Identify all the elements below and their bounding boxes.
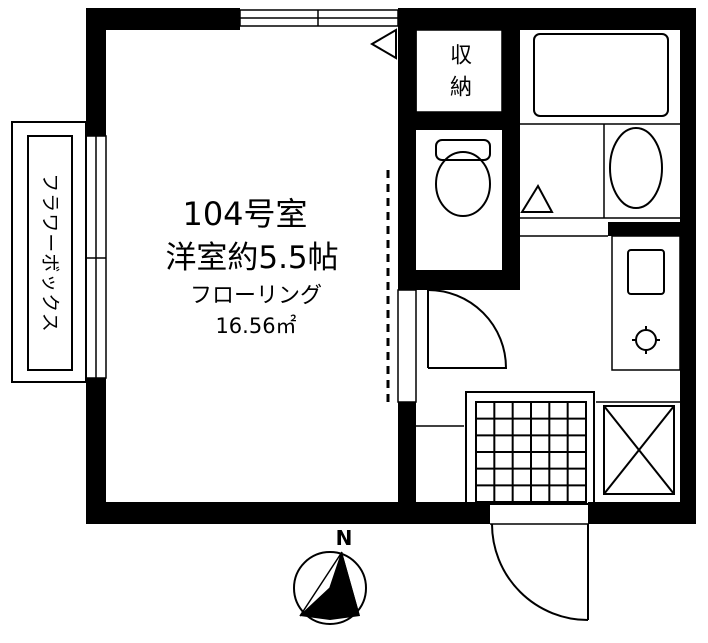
wall-left-bottom (86, 378, 106, 524)
room-number: 104号室 (182, 195, 307, 233)
bathroom-door-marker (520, 183, 554, 213)
wall-right (680, 8, 696, 524)
outer-walls (86, 8, 696, 524)
toilet-door-swing (427, 289, 508, 369)
wall-top-right (398, 8, 694, 30)
bathtub (520, 33, 680, 125)
wall-room-divider-lower (398, 402, 416, 524)
entrance-door-swing (490, 523, 589, 621)
washbasin (520, 124, 680, 219)
compass-north-label: N (336, 526, 353, 550)
wall-left-top (86, 8, 106, 136)
sink (627, 249, 665, 295)
toilet (435, 139, 491, 217)
room-flooring: フローリング (190, 284, 322, 309)
wall-kitchen-top (608, 222, 688, 236)
wall-toilet-bottom (398, 270, 520, 290)
wall-bottom-left (86, 502, 490, 524)
entrance-grid-lines (476, 402, 586, 502)
stove-burner-icon (632, 326, 660, 354)
room-door-marker (370, 28, 397, 60)
top-window (239, 9, 399, 27)
fridge-space (611, 235, 681, 371)
interior-walls (398, 8, 688, 524)
room-type-size: 洋室約5.5帖 (165, 240, 338, 276)
room-area: 16.56㎡ (215, 314, 296, 338)
wall-storage-bottom (398, 112, 516, 130)
wall-toilet-right (502, 20, 520, 290)
storage-label-1: 収 (450, 44, 472, 69)
north-compass-icon (293, 551, 367, 625)
left-window (85, 135, 107, 379)
storage-label-2: 納 (450, 76, 472, 101)
washing-machine-space (603, 405, 675, 495)
wall-bottom-right (588, 502, 696, 524)
flower-box-label: フラワーボックス (39, 173, 61, 332)
storage-closet (415, 29, 503, 113)
kitchen-counter (416, 401, 680, 427)
wall-top-left (86, 8, 240, 30)
flower-box (11, 121, 87, 383)
wall-room-divider-upper (398, 8, 416, 270)
